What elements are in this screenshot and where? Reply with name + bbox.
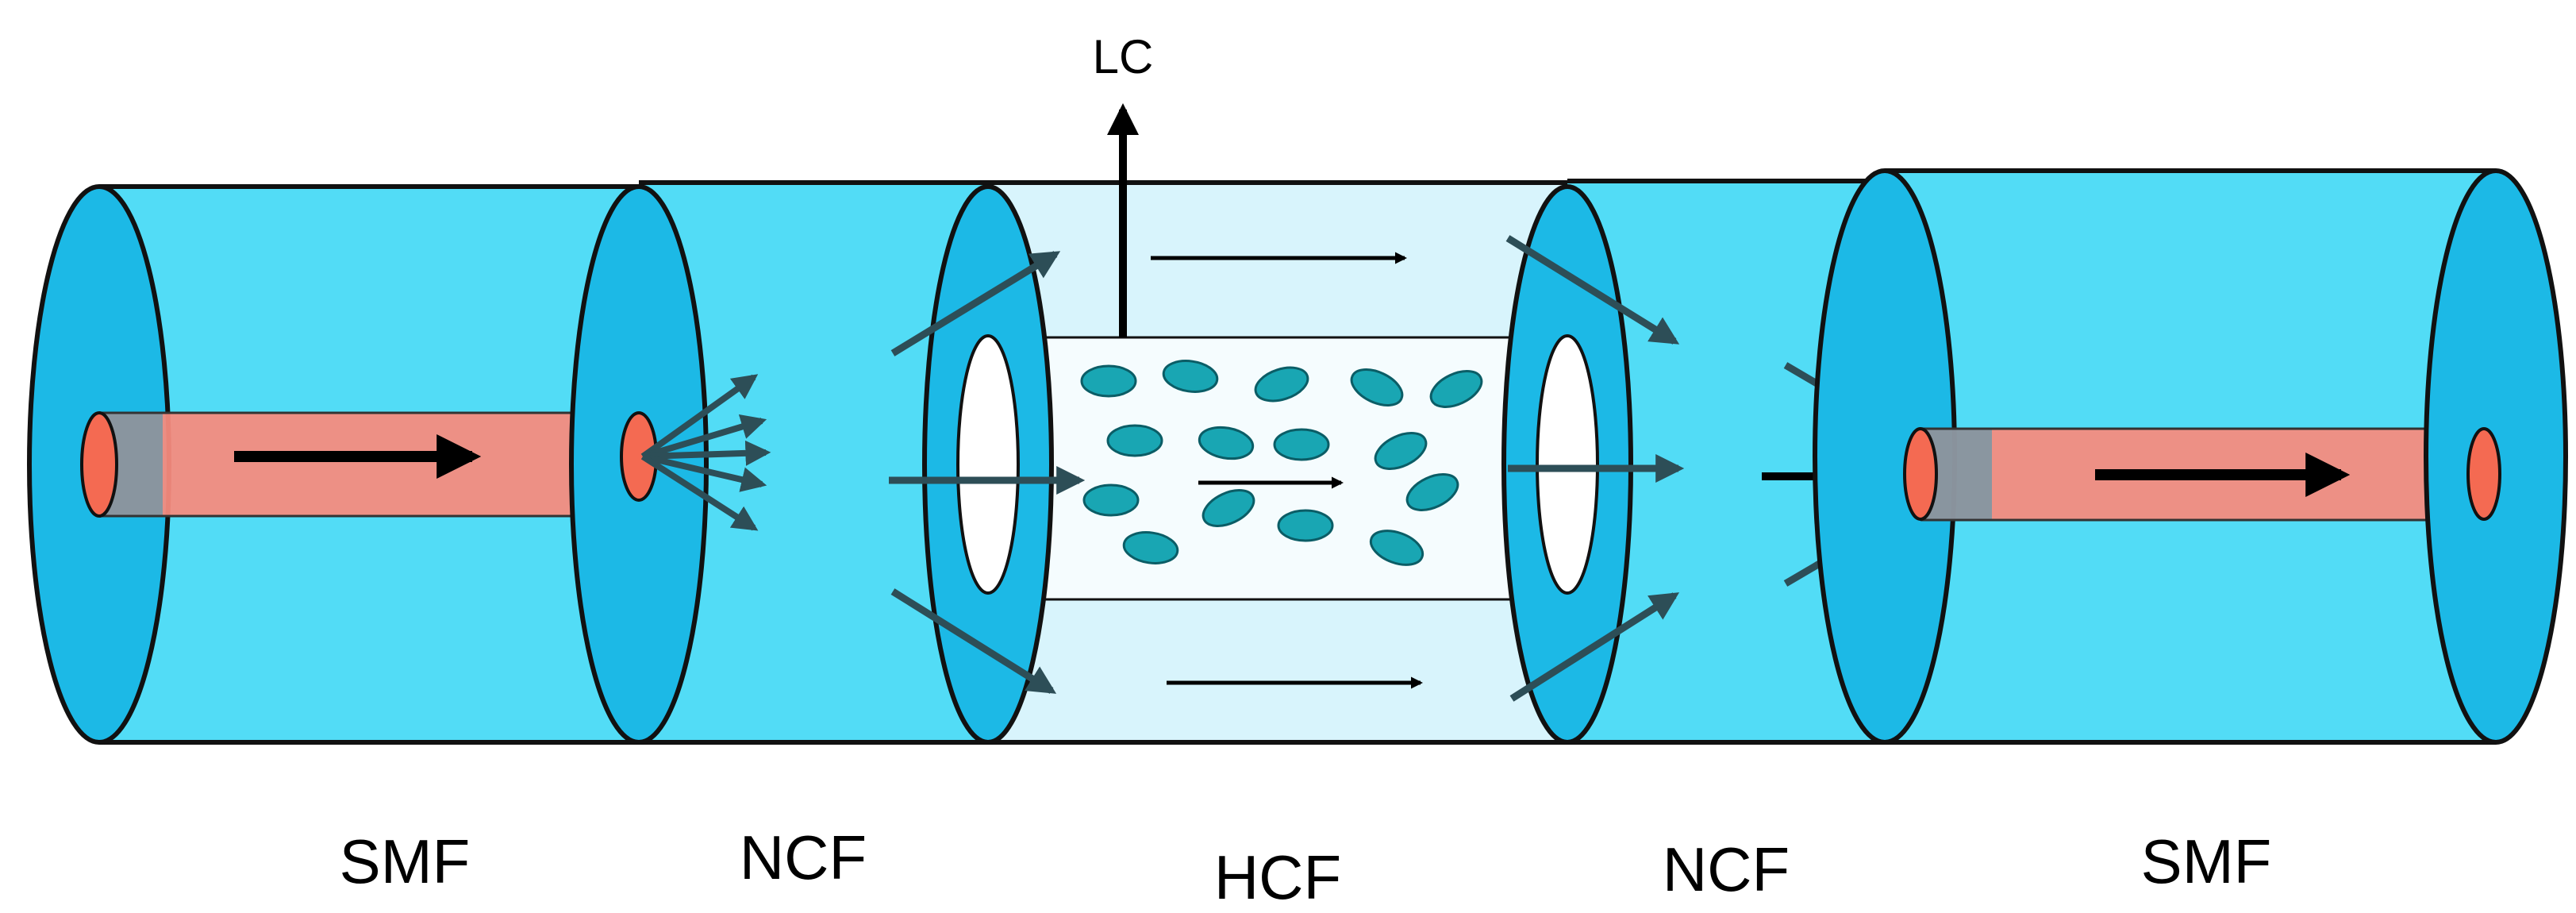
- lc-molecule: [1277, 509, 1334, 542]
- lc-molecule: [1374, 432, 1428, 470]
- lc-molecule: [1082, 483, 1140, 517]
- lc-molecule: [1254, 366, 1309, 403]
- lc-molecule: [1429, 370, 1483, 408]
- lc-molecule: [1198, 426, 1255, 460]
- hcf-left-hole: [956, 334, 1020, 595]
- hcf-light-arrows: [889, 251, 1423, 694]
- ncf-left-label: NCF: [740, 822, 867, 892]
- smf-right-core-entry: [1903, 427, 1938, 521]
- lc-molecule: [1122, 531, 1179, 564]
- hcf-right-hole: [1536, 334, 1599, 595]
- lc-molecule: [1106, 424, 1163, 457]
- smf-right-segment: [1813, 168, 2568, 745]
- segment-labels: SMF NCF HCF NCF SMF: [340, 822, 2272, 912]
- hcf-segment: LC: [889, 30, 1567, 745]
- ncf-right-label: NCF: [1663, 834, 1790, 904]
- hcf-label: HCF: [1214, 842, 1341, 912]
- lc-molecule: [1162, 360, 1219, 393]
- lc-molecules: [1080, 360, 1483, 566]
- smf-left-segment: [27, 184, 639, 745]
- smf-left-core-end: [80, 411, 118, 518]
- lc-molecule: [1350, 368, 1404, 406]
- lc-molecule: [1201, 489, 1255, 527]
- lc-molecule: [1369, 530, 1424, 566]
- lc-label: LC: [1093, 30, 1154, 83]
- lc-molecule: [1080, 364, 1137, 398]
- smf-right-core-end: [2466, 427, 2501, 521]
- smf-right-label: SMF: [2141, 826, 2272, 896]
- lc-molecule: [1405, 473, 1459, 511]
- ncf-left-diverging-arrows: [640, 374, 771, 531]
- lc-molecule: [1273, 428, 1330, 461]
- smf-left-label: SMF: [340, 826, 471, 896]
- smf-left-core: [99, 413, 639, 516]
